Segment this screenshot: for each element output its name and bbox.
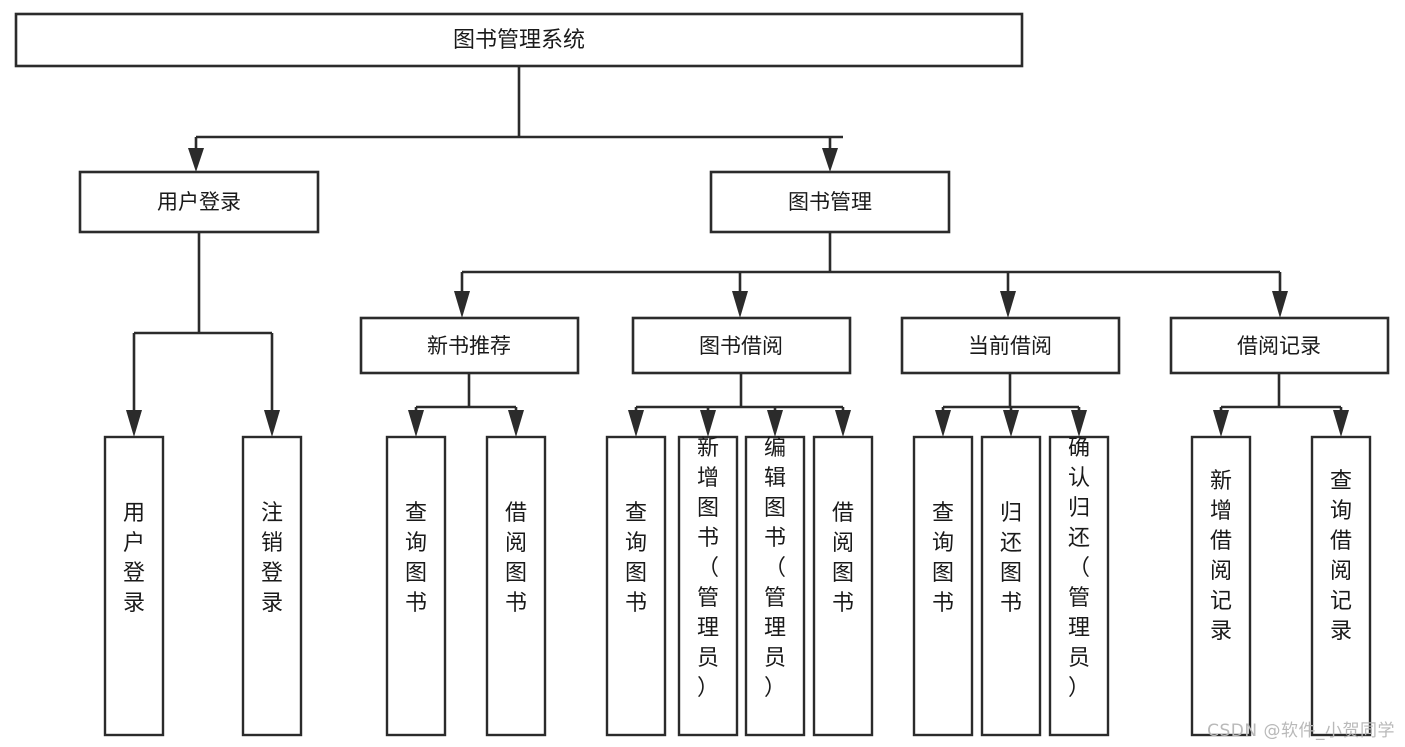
edge-current-borrow-to-leaves — [935, 373, 1087, 437]
node-leaf-bb-query-book-label: 查询图书 — [625, 501, 647, 616]
arrow-head-bb-query — [628, 410, 644, 437]
node-leaf-user-login-box[interactable] — [103, 435, 165, 737]
node-leaf-cb-return-book[interactable]: 归还图书 — [980, 435, 1042, 737]
node-book-management-box[interactable] — [709, 170, 951, 234]
node-leaf-nbr-query-book[interactable]: 查询图书 — [385, 435, 447, 737]
arrow-head-new-books — [454, 291, 470, 318]
node-leaf-bb-add-book-label: 新增图书（管理员） — [697, 436, 719, 701]
node-leaf-br-query-record[interactable]: 查询借阅记录 — [1310, 435, 1372, 737]
arrow-head-nbr-query — [408, 410, 424, 437]
node-leaf-cb-return-book-box[interactable] — [980, 435, 1042, 737]
node-leaf-cb-confirm-return[interactable]: 确认归还（管理员） — [1048, 435, 1110, 737]
node-book-management[interactable]: 图书管理 — [709, 170, 951, 234]
node-leaf-cb-query-book-box[interactable] — [912, 435, 974, 737]
arrow-head-nbr-borrow — [508, 410, 524, 437]
node-current-borrow[interactable]: 当前借阅 — [900, 316, 1121, 375]
node-new-book-recommend-label: 新书推荐 — [427, 334, 511, 358]
arrow-head-bb-edit — [767, 410, 783, 437]
edge-user-login-to-leaves — [126, 232, 280, 437]
node-root-box[interactable] — [14, 12, 1024, 68]
arrow-head-br-query — [1333, 410, 1349, 437]
node-leaf-bb-edit-book-label: 编辑图书（管理员） — [764, 436, 786, 701]
arrow-head-bb-add — [700, 410, 716, 437]
node-leaf-bb-borrow-book-box[interactable] — [812, 435, 874, 737]
node-leaf-bb-edit-book-box[interactable] — [744, 435, 806, 737]
node-root-label: 图书管理系统 — [453, 28, 585, 53]
edge-book-management-to-level3 — [454, 232, 1288, 318]
arrow-head-leaf-user-login — [126, 410, 142, 437]
node-leaf-bb-borrow-book[interactable]: 借阅图书 — [812, 435, 874, 737]
node-leaf-bb-add-book[interactable]: 新增图书（管理员） — [677, 435, 739, 737]
edge-book-borrow-to-leaves — [628, 373, 851, 437]
arrow-head-book-mgmt — [822, 148, 838, 172]
node-leaf-nbr-borrow-book-box[interactable] — [485, 435, 547, 737]
node-leaf-nbr-query-book-box[interactable] — [385, 435, 447, 737]
node-leaf-cb-return-book-label: 归还图书 — [1000, 501, 1022, 616]
node-leaf-user-login[interactable]: 用户登录 — [103, 435, 165, 737]
node-leaf-cb-query-book[interactable]: 查询图书 — [912, 435, 974, 737]
node-leaf-bb-query-book-box[interactable] — [605, 435, 667, 737]
node-leaf-logout-label: 注销登录 — [261, 501, 283, 616]
node-leaf-br-query-record-box[interactable] — [1310, 435, 1372, 737]
node-leaf-nbr-query-book-label: 查询图书 — [405, 501, 427, 616]
node-book-management-label: 图书管理 — [788, 190, 872, 214]
node-leaf-br-add-record[interactable]: 新增借阅记录 — [1190, 435, 1252, 737]
arrow-head-cb-query — [935, 410, 951, 437]
node-leaf-logout-box[interactable] — [241, 435, 303, 737]
arrow-head-records — [1272, 291, 1288, 318]
node-leaf-user-login-label: 用户登录 — [123, 501, 145, 616]
edge-new-book-recommend-to-leaves — [408, 373, 524, 437]
arrow-head-br-add — [1213, 410, 1229, 437]
node-leaf-nbr-borrow-book-label: 借阅图书 — [505, 501, 527, 616]
node-book-borrow[interactable]: 图书借阅 — [631, 316, 852, 375]
node-leaf-cb-confirm-return-box[interactable] — [1048, 435, 1110, 737]
node-current-borrow-box[interactable] — [900, 316, 1121, 375]
node-leaf-nbr-borrow-book[interactable]: 借阅图书 — [485, 435, 547, 737]
node-borrow-records[interactable]: 借阅记录 — [1169, 316, 1390, 375]
node-leaf-bb-query-book[interactable]: 查询图书 — [605, 435, 667, 737]
node-book-borrow-box[interactable] — [631, 316, 852, 375]
edge-borrow-records-to-leaves — [1213, 373, 1349, 437]
node-leaf-bb-borrow-book-label: 借阅图书 — [832, 501, 854, 616]
arrow-head-cb-return — [1003, 410, 1019, 437]
node-borrow-records-box[interactable] — [1169, 316, 1390, 375]
node-leaf-br-add-record-label: 新增借阅记录 — [1210, 469, 1232, 644]
node-leaf-cb-confirm-return-label: 确认归还（管理员） — [1068, 436, 1090, 701]
node-root[interactable]: 图书管理系统 — [14, 12, 1024, 68]
arrow-head-bb-borrow — [835, 410, 851, 437]
csdn-watermark: CSDN @软件_小贺同学 — [1207, 721, 1395, 741]
node-leaf-br-query-record-label: 查询借阅记录 — [1330, 469, 1352, 644]
node-new-book-recommend[interactable]: 新书推荐 — [359, 316, 580, 375]
node-leaf-br-add-record-box[interactable] — [1190, 435, 1252, 737]
node-user-login[interactable]: 用户登录 — [78, 170, 320, 234]
arrow-head-current — [1000, 291, 1016, 318]
node-current-borrow-label: 当前借阅 — [968, 334, 1052, 358]
node-borrow-records-label: 借阅记录 — [1237, 334, 1321, 358]
node-leaf-logout[interactable]: 注销登录 — [241, 435, 303, 737]
edge-root-to-level2 — [188, 66, 843, 172]
node-leaf-bb-edit-book[interactable]: 编辑图书（管理员） — [744, 435, 806, 737]
arrow-head-cb-confirm — [1071, 410, 1087, 437]
node-leaf-bb-add-book-box[interactable] — [677, 435, 739, 737]
node-book-borrow-label: 图书借阅 — [699, 334, 783, 358]
arrow-head-borrow — [732, 291, 748, 318]
arrow-head-leaf-logout — [264, 410, 280, 437]
node-user-login-label: 用户登录 — [157, 190, 241, 214]
arrow-head-user-login — [188, 148, 204, 172]
node-leaf-cb-query-book-label: 查询图书 — [932, 501, 954, 616]
